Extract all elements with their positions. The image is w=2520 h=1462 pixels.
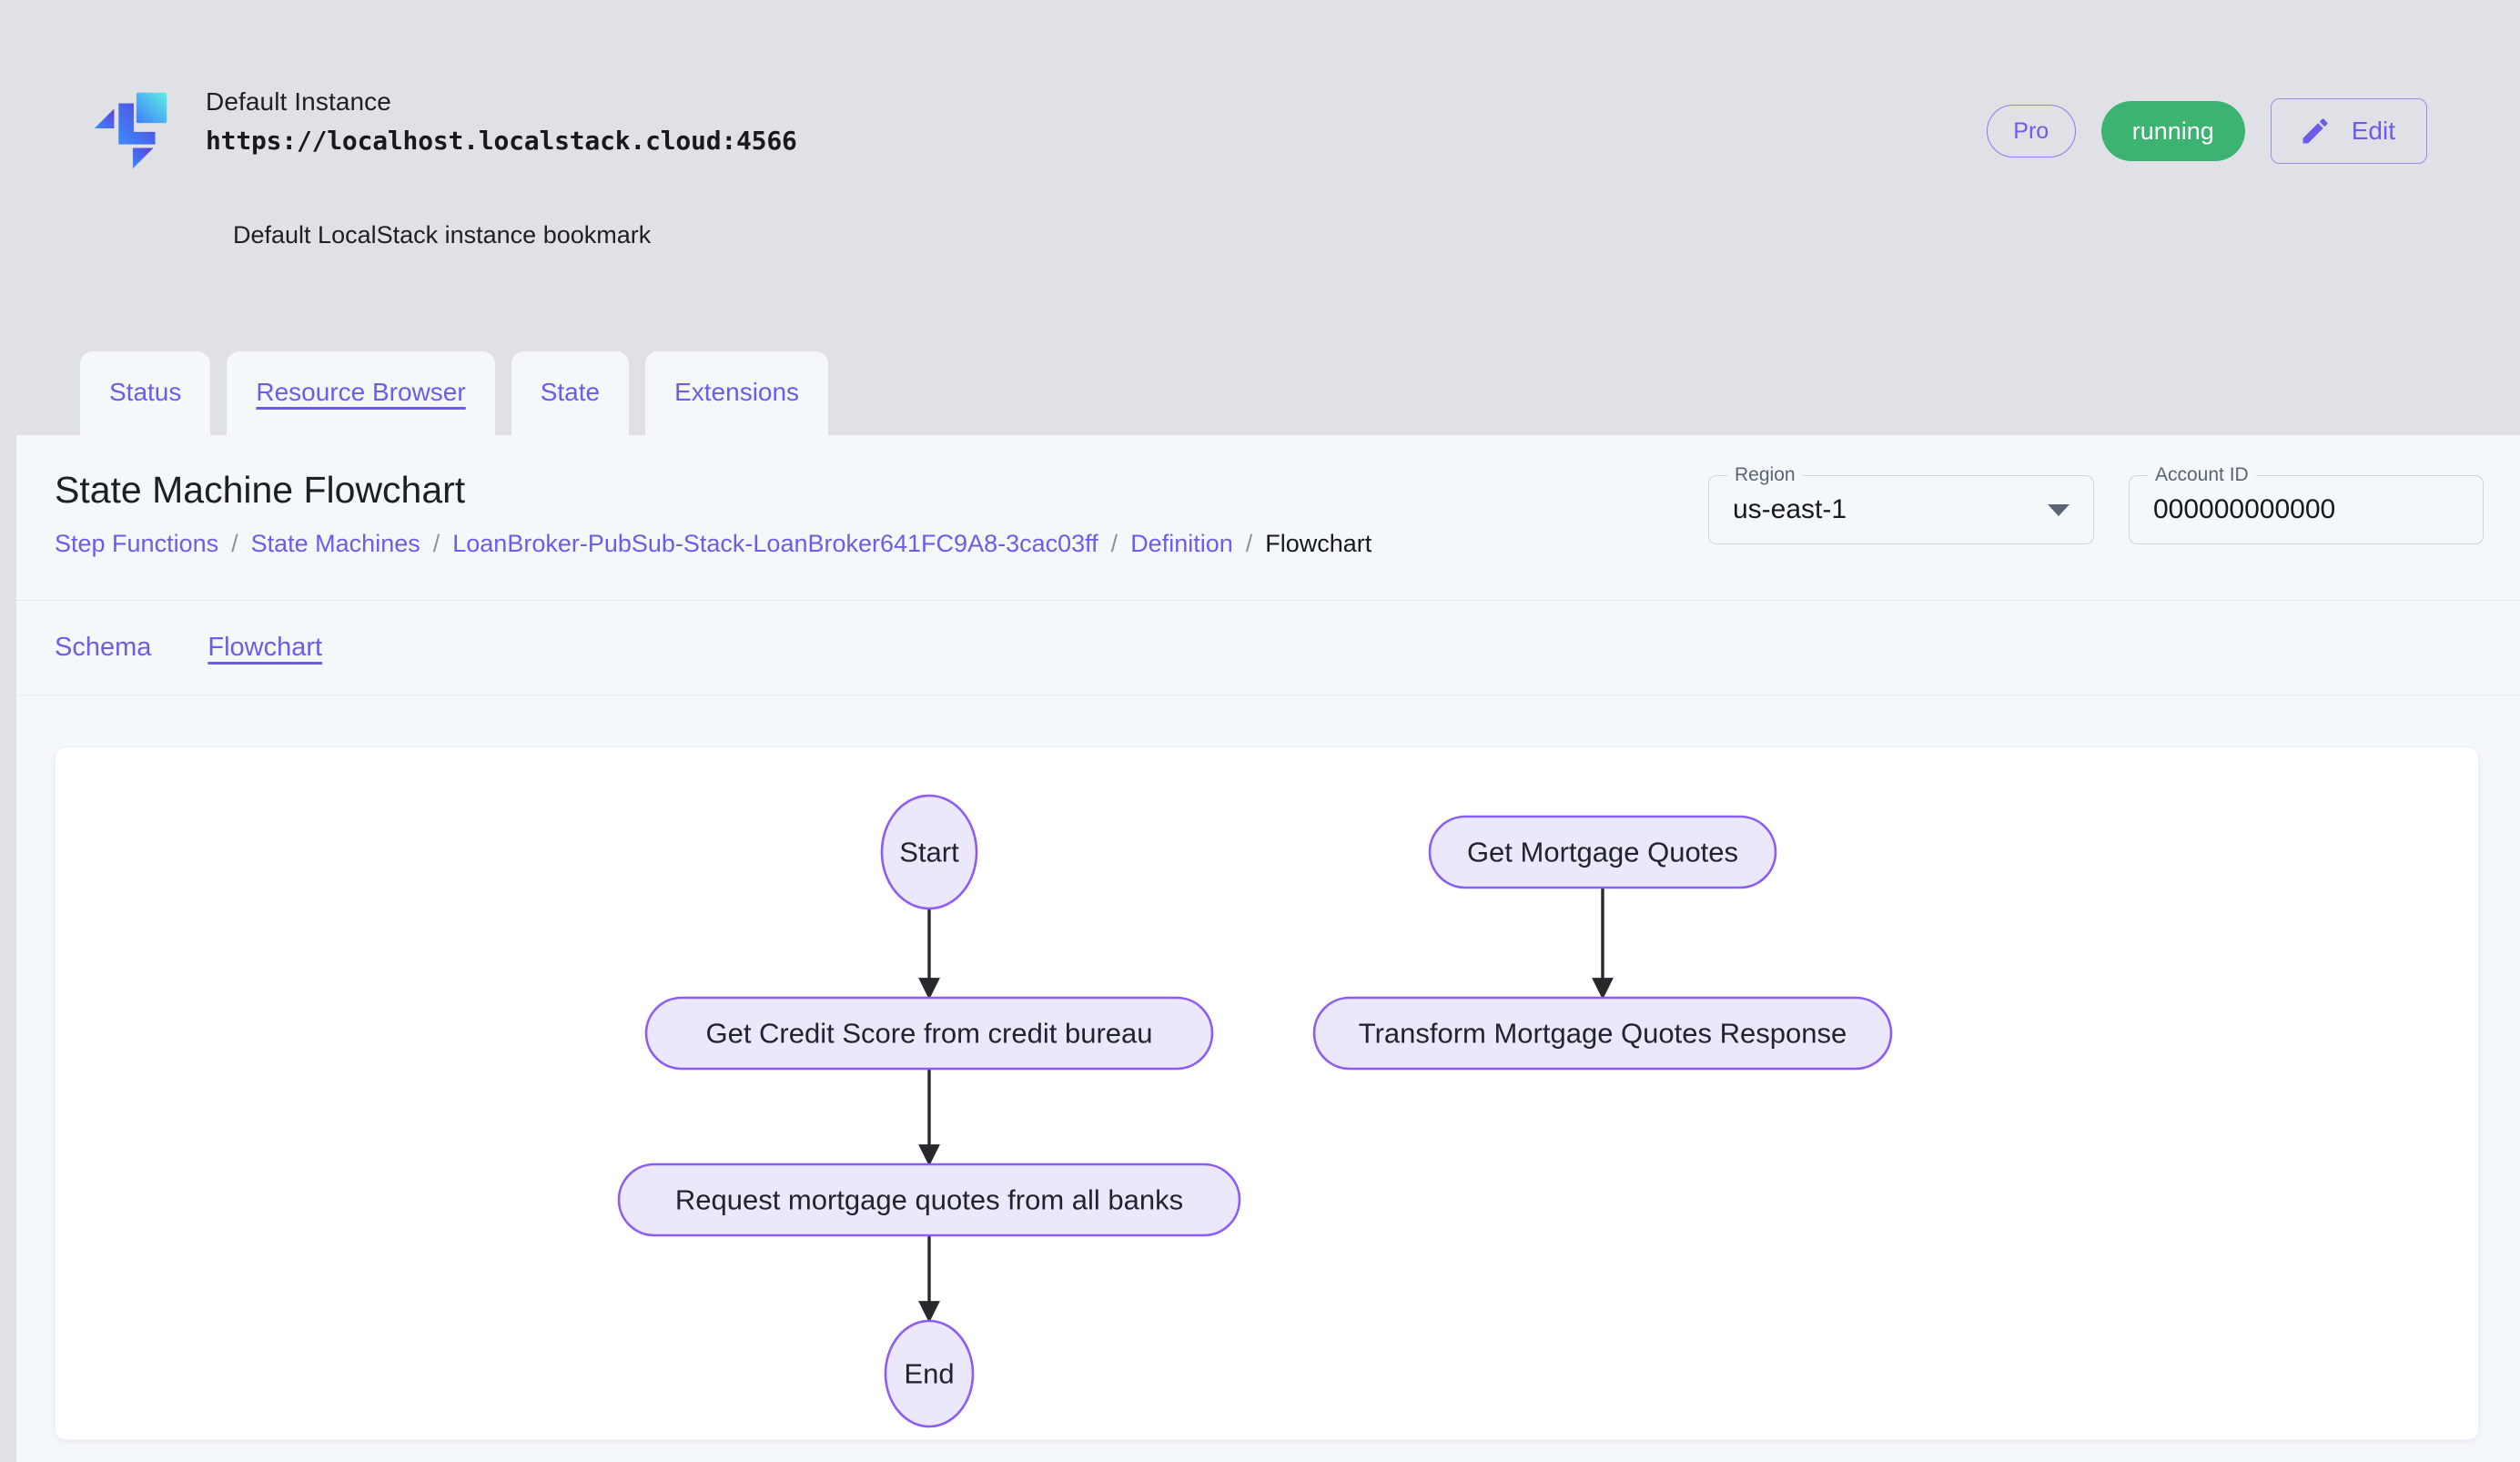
flowchart-node-label: Get Mortgage Quotes (1467, 837, 1738, 868)
tab-extensions-label: Extensions (674, 378, 800, 406)
flowchart-node-label: Start (899, 837, 959, 868)
instance-name: Default Instance (206, 87, 391, 116)
breadcrumb-item-step-functions[interactable]: Step Functions (55, 530, 219, 557)
subtab-schema-label: Schema (55, 633, 152, 662)
header-actions: Pro running Edit (1986, 98, 2427, 164)
breadcrumb-item-definition[interactable]: Definition (1130, 530, 1233, 557)
page-title: State Machine Flowchart (55, 469, 466, 511)
tab-state[interactable]: State (511, 351, 630, 435)
tab-resource-browser[interactable]: Resource Browser (227, 351, 495, 435)
subtab-schema[interactable]: Schema (55, 633, 151, 663)
tab-state-label: State (540, 378, 601, 406)
tab-extensions[interactable]: Extensions (645, 351, 829, 435)
main-tabs: Status Resource Browser State Extensions (0, 351, 2520, 435)
flowchart-edges (918, 888, 1614, 1323)
account-id-field[interactable]: Account ID 000000000000 (2129, 463, 2484, 544)
breadcrumb-item-state-machine-name[interactable]: LoanBroker-PubSub-Stack-LoanBroker641FC9… (452, 530, 1098, 557)
breadcrumb: Step Functions / State Machines / LoanBr… (55, 527, 1371, 560)
flowchart-node-shape (1428, 815, 1777, 889)
instance-header: Default Instance https://localhost.local… (0, 0, 2520, 435)
flowchart-node-credit[interactable]: Get Credit Score from credit bureau (644, 996, 1214, 1071)
flowchart-node-getquotes[interactable]: Get Mortgage Quotes (1428, 815, 1777, 889)
breadcrumb-separator: / (231, 530, 238, 557)
breadcrumb-separator: / (1110, 530, 1118, 557)
flowchart-node-shape (884, 1319, 975, 1428)
region-select[interactable]: Region us-east-1 (1708, 463, 2094, 544)
edit-button-label: Edit (2351, 117, 2395, 145)
status-badge: running (2100, 101, 2245, 161)
breadcrumb-separator: / (1245, 530, 1253, 557)
flowchart-node-label: End (904, 1358, 954, 1390)
tab-status[interactable]: Status (80, 351, 211, 435)
chevron-down-icon (2048, 503, 2070, 516)
instance-endpoint: https://localhost.localstack.cloud:4566 (206, 126, 797, 156)
flowchart-node-transform[interactable]: Transform Mortgage Quotes Response (1312, 996, 1893, 1071)
flowchart-node-request[interactable]: Request mortgage quotes from all banks (617, 1162, 1241, 1237)
flowchart-node-label: Transform Mortgage Quotes Response (1359, 1018, 1847, 1050)
flowchart-node-label: Request mortgage quotes from all banks (675, 1184, 1183, 1216)
pencil-icon (2299, 115, 2332, 147)
page-header: State Machine Flowchart Step Functions /… (16, 435, 2520, 601)
sub-tabs: Schema Flowchart (16, 601, 2520, 695)
region-value: us-east-1 (1733, 494, 1847, 524)
tab-status-label: Status (109, 378, 182, 406)
edit-button[interactable]: Edit (2270, 98, 2427, 164)
header-fields: Region us-east-1 Account ID 000000000000 (1708, 463, 2484, 544)
flowchart-node-shape (1312, 996, 1893, 1071)
breadcrumb-separator: / (432, 530, 440, 557)
account-id-label: Account ID (2148, 463, 2256, 487)
flowchart-node-end[interactable]: End (884, 1319, 975, 1428)
flowchart-node-label: Get Credit Score from credit bureau (705, 1018, 1152, 1050)
content-area: State Machine Flowchart Step Functions /… (16, 435, 2520, 1462)
instance-description: Default LocalStack instance bookmark (233, 221, 652, 249)
flowchart-node-start[interactable]: Start (880, 794, 978, 910)
breadcrumb-item-state-machines[interactable]: State Machines (250, 530, 420, 557)
flowchart-node-shape (617, 1162, 1241, 1237)
subtab-flowchart[interactable]: Flowchart (207, 633, 322, 663)
tab-resource-browser-label: Resource Browser (256, 378, 466, 406)
account-id-value: 000000000000 (2153, 494, 2336, 524)
breadcrumb-item-flowchart: Flowchart (1265, 530, 1372, 557)
localstack-logo-icon (87, 84, 177, 173)
subtab-flowchart-label: Flowchart (207, 633, 323, 662)
flowchart-node-shape (644, 996, 1214, 1071)
instance-summary: Default Instance https://localhost.local… (87, 80, 797, 173)
flowchart-node-shape (880, 794, 978, 910)
pro-badge[interactable]: Pro (1986, 105, 2076, 157)
region-label: Region (1727, 463, 1803, 487)
instance-text-block: Default Instance https://localhost.local… (206, 80, 797, 160)
